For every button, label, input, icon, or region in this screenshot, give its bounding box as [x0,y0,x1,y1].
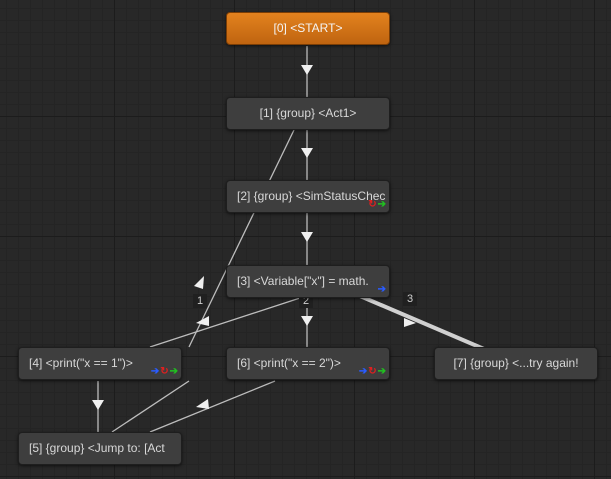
arrow-down-icon [301,65,313,75]
arrow-down-icon [301,232,313,242]
edge-act1-print1[interactable] [188,129,295,348]
node-label: [2] {group} <SimStatusChec [237,189,386,203]
node-label: [6] <print("x == 2")> [237,356,341,370]
cycle-red-icon: ↻ [368,199,377,210]
arrow-down-icon [301,148,313,158]
arrow-right-icon [404,318,416,327]
cycle-red-icon: ↻ [160,366,169,377]
arrow-down-icon [92,400,104,410]
node-start[interactable]: [0] <START> [226,12,390,45]
arrow-up-icon [194,276,204,289]
cycle-red-icon: ↻ [368,366,377,377]
node-ports: ➔↻➔ [150,367,178,377]
node-label: [7] {group} <...try again! [453,356,579,370]
node-simstatus[interactable]: [2] {group} <SimStatusChec ↻➔ [226,180,390,213]
edge-print2-jump[interactable] [149,380,276,433]
node-label: [0] <START> [273,21,343,35]
arrow-right-green-icon: ➔ [377,366,386,377]
edge-variable-print1[interactable] [149,297,301,348]
edge-label-3: 3 [403,292,418,306]
node-label: [1] {group} <Act1> [259,106,357,120]
arrow-right-green-icon: ➔ [377,199,386,210]
node-ports: ↻➔ [367,200,386,210]
node-label: [3] <Variable["x"] = math. [237,274,369,288]
edge-arrows [92,65,416,410]
edge-jump-act1[interactable] [111,380,190,433]
node-act1[interactable]: [1] {group} <Act1> [226,97,390,130]
node-label: [5] {group} <Jump to: [Act [29,441,165,455]
edge-label-1: 1 [193,294,208,308]
node-jump[interactable]: [5] {group} <Jump to: [Act [18,432,182,465]
node-print2[interactable]: [6] <print("x == 2")> ➔↻➔ [226,347,390,380]
arrow-down-icon [301,316,313,326]
arrow-right-blue-icon: ➔ [377,284,386,295]
node-variable[interactable]: [3] <Variable["x"] = math. ➔ [226,265,390,298]
edge-variable-tryagain[interactable] [345,288,485,351]
node-label: [4] <print("x == 1")> [29,356,133,370]
arrow-right-blue-icon: ➔ [358,366,368,377]
node-ports: ➔ [377,285,386,295]
node-ports: ➔↻➔ [358,367,386,377]
arrow-right-green-icon: ➔ [169,366,178,377]
arrow-left-icon [196,399,209,409]
arrow-left-icon [196,316,209,326]
arrow-right-blue-icon: ➔ [150,366,160,377]
node-print1[interactable]: [4] <print("x == 1")> ➔↻➔ [18,347,182,380]
node-tryagain[interactable]: [7] {group} <...try again! [434,347,598,380]
